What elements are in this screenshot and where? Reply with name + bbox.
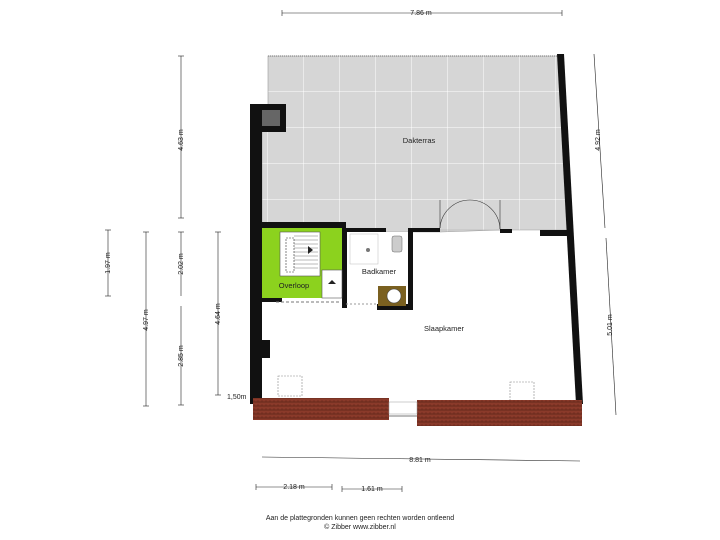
dim-left-lower: 2.85 m bbox=[178, 345, 185, 367]
dim-left-terrace-height: 4.63 m bbox=[178, 129, 185, 151]
dim-right-lower: 5.01 m bbox=[607, 314, 614, 336]
room-label-bedroom: Slaapkamer bbox=[424, 324, 465, 333]
dim-top-width: 7.86 m bbox=[410, 10, 432, 17]
walls bbox=[250, 54, 583, 404]
room-label-bathroom: Badkamer bbox=[362, 267, 397, 276]
room-label-terrace: Dakterras bbox=[403, 136, 436, 145]
footer-copyright: © Zibber www.zibber.nl bbox=[324, 524, 396, 531]
footer-disclaimer: Aan de plattegronden kunnen geen rechten… bbox=[265, 515, 455, 522]
dim-far-left-upper: 1.97 m bbox=[105, 252, 112, 274]
bathroom-area bbox=[346, 232, 408, 306]
dim-left-overloop: 2.02 m bbox=[178, 253, 185, 275]
arrow-icon bbox=[328, 280, 336, 284]
sink-icon bbox=[391, 235, 403, 253]
dimension-lines bbox=[105, 10, 617, 492]
roof-eaves bbox=[253, 398, 582, 426]
dim-right-terrace: 4.92 m bbox=[595, 129, 602, 151]
terrace-doors bbox=[439, 199, 501, 231]
toilet-icon bbox=[386, 288, 402, 304]
dim-bottom-left-segment: 2.18 m bbox=[283, 484, 305, 491]
shower-drain-icon bbox=[366, 248, 370, 252]
landing-area bbox=[262, 228, 343, 303]
dim-far-left-total: 4.97 m bbox=[143, 309, 150, 331]
dim-bottom-mid-segment: 1.61 m bbox=[361, 486, 383, 493]
room-label-landing: Overloop bbox=[279, 281, 309, 290]
dim-eave-height: 1,50m bbox=[227, 394, 247, 401]
stair-arrow-icon bbox=[308, 246, 313, 254]
dim-bottom-width: 8.81 m bbox=[409, 457, 431, 464]
dim-mid-left-total: 4.64 m bbox=[215, 303, 222, 325]
